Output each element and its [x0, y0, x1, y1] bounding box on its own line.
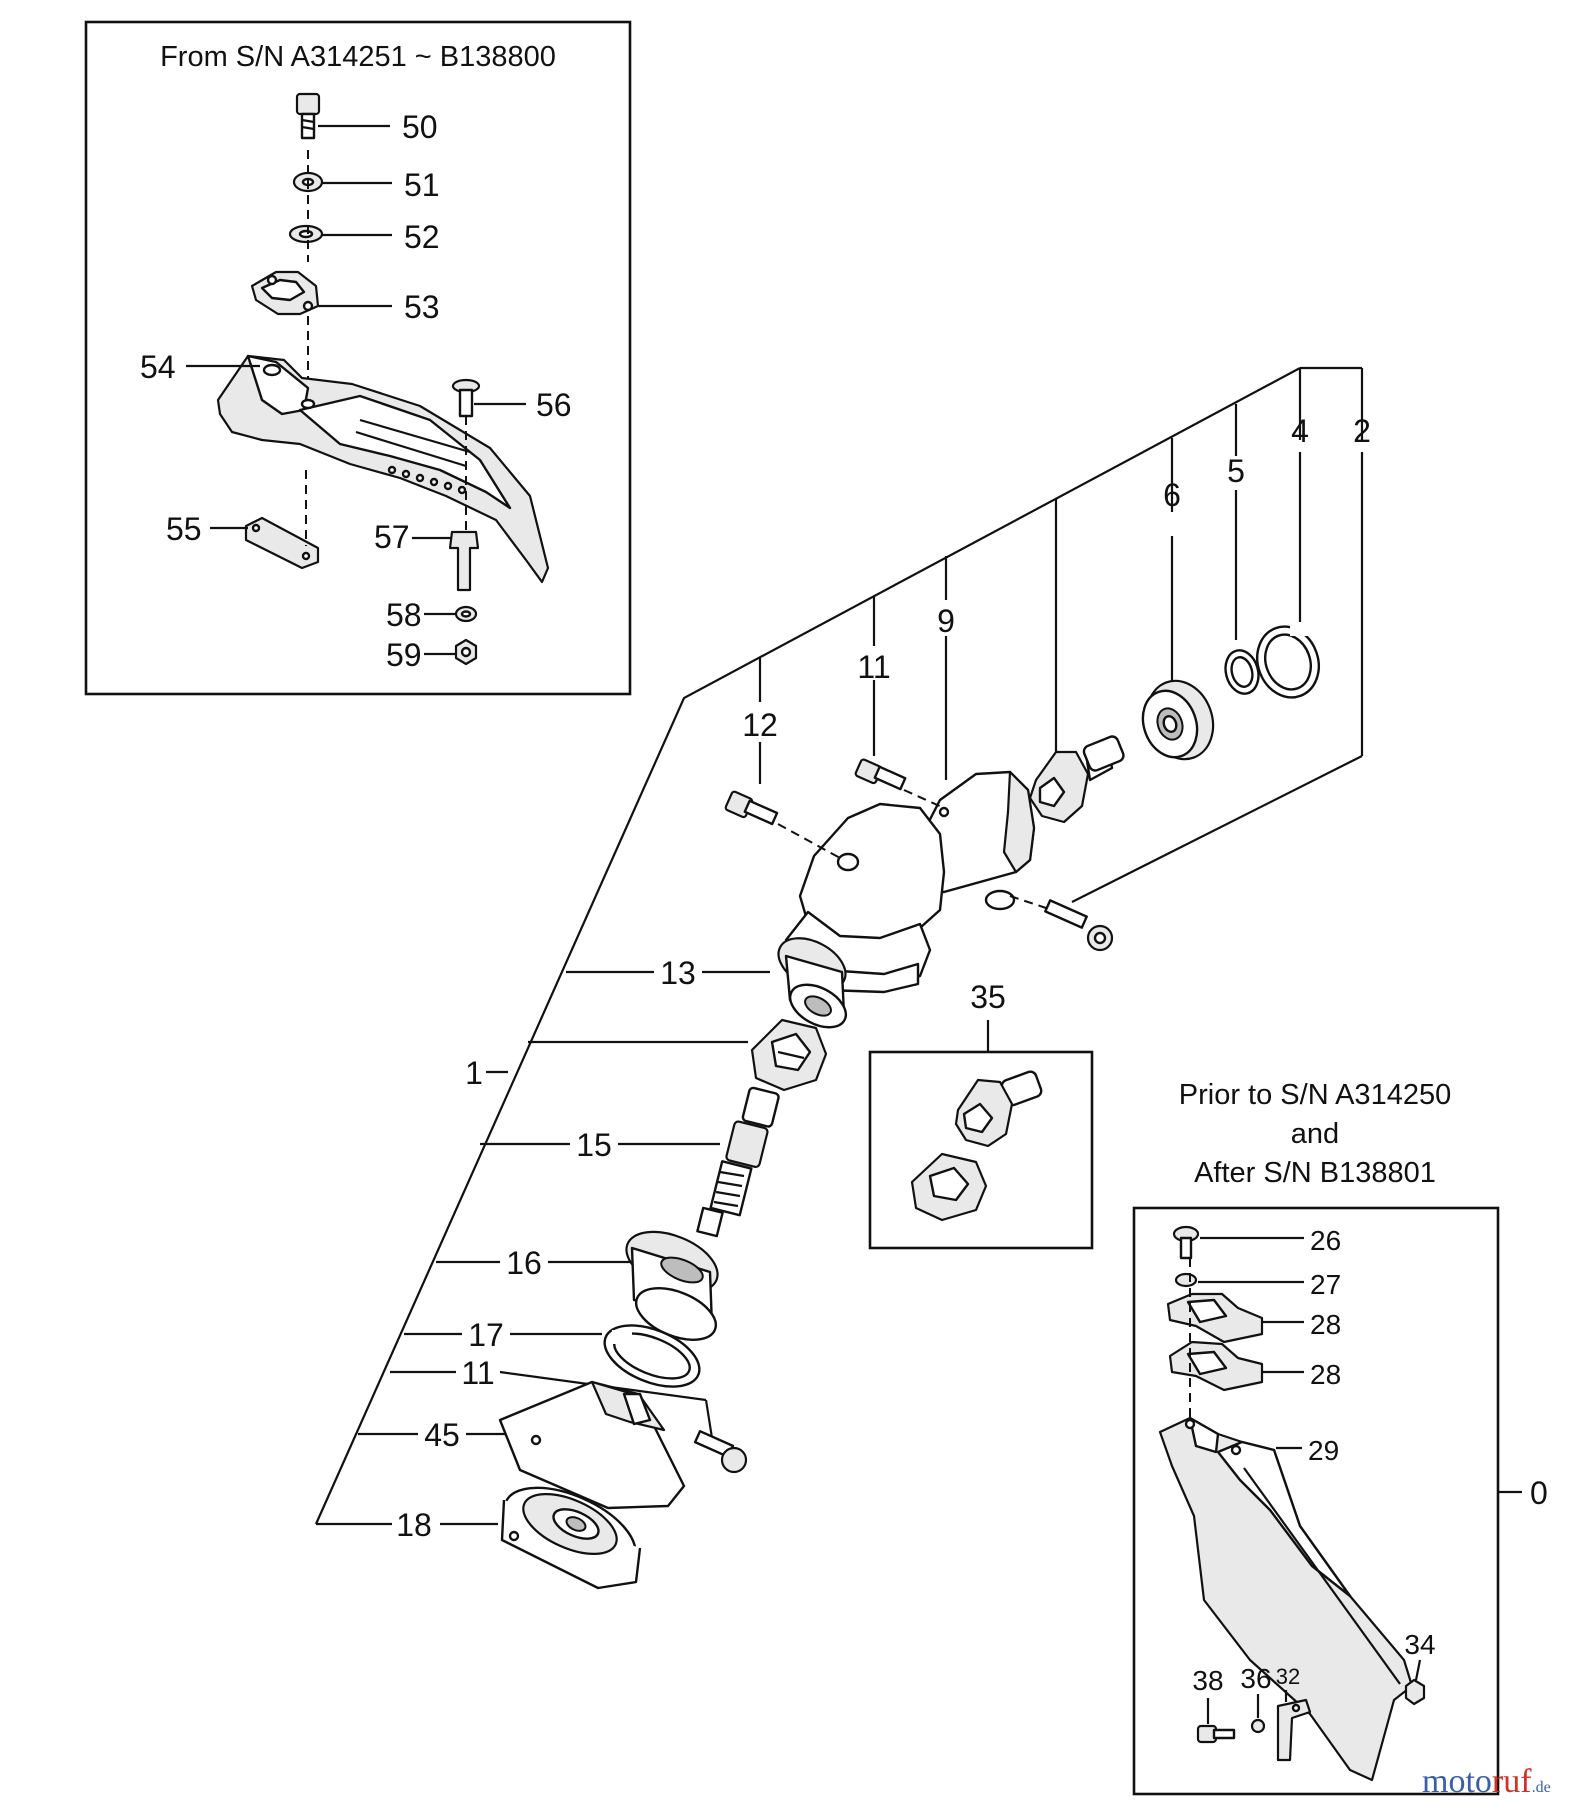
inset-bottom-right-title-3: After S/N B138801 — [1194, 1157, 1436, 1189]
part-45-cup-washer — [498, 1380, 686, 1510]
part-36-washer — [1250, 1718, 1266, 1734]
callout-4: 4 — [1291, 413, 1309, 449]
callout-52: 52 — [404, 219, 440, 255]
callout-34: 34 — [1404, 1629, 1435, 1660]
part-12-bolt — [724, 790, 779, 826]
part-6-bearing — [1141, 679, 1215, 761]
callout-35: 35 — [970, 979, 1006, 1015]
part-pinion-gear — [1028, 735, 1125, 824]
part-clamp-bolt — [1044, 899, 1114, 952]
part-27-washer — [1174, 1272, 1198, 1288]
part-55-plate — [244, 516, 320, 570]
callout-57: 57 — [374, 519, 410, 555]
inset-bottom-right-title-1: Prior to S/N A314250 — [1179, 1079, 1451, 1111]
part-28-clamp-lower — [1168, 1340, 1264, 1392]
callout-1: 1 — [465, 1055, 483, 1091]
callout-16: 16 — [506, 1245, 542, 1281]
callout-51: 51 — [404, 167, 440, 203]
part-50-bolt — [295, 92, 321, 140]
part-28-clamp-upper — [1166, 1292, 1264, 1344]
callout-11-upper: 11 — [857, 649, 890, 685]
part-15-shaft — [696, 1086, 780, 1238]
callout-27: 27 — [1310, 1269, 1341, 1300]
part-17-circlip — [603, 1324, 701, 1388]
callout-32: 32 — [1276, 1664, 1300, 1689]
callout-56: 56 — [536, 387, 572, 423]
inset-top-left-frame — [84, 20, 632, 696]
callout-59: 59 — [386, 637, 422, 673]
watermark-logo: motoruf.de — [1422, 1763, 1551, 1800]
callout-29: 29 — [1308, 1435, 1339, 1466]
callout-38: 38 — [1192, 1665, 1223, 1696]
part-53-clamp — [250, 270, 320, 316]
callout-28-upper: 28 — [1310, 1309, 1341, 1340]
callout-9: 9 — [937, 603, 955, 639]
callout-54: 54 — [140, 349, 176, 385]
inset-bottom-right-frame — [1132, 1206, 1500, 1796]
part-5-ring — [1224, 649, 1260, 695]
callout-53: 53 — [404, 289, 440, 325]
watermark-brand-part2: ruf — [1492, 1763, 1532, 1800]
callout-26: 26 — [1310, 1225, 1341, 1256]
watermark-brand-part1: moto — [1422, 1763, 1492, 1800]
callout-11-lower: 11 — [461, 1355, 494, 1391]
svg-text:motoruf.de: motoruf.de — [1422, 1763, 1551, 1800]
callout-13: 13 — [660, 955, 696, 991]
part-16-bearing — [625, 1230, 719, 1341]
part-57-clip — [448, 530, 480, 592]
watermark-brand-suffix: .de — [1532, 1779, 1551, 1796]
callout-12: 12 — [742, 707, 778, 743]
part-bevel-gear — [750, 1018, 828, 1092]
callout-0: 0 — [1530, 1475, 1548, 1511]
part-4-circlip — [1256, 622, 1320, 699]
callout-50: 50 — [402, 109, 438, 145]
part-56-screw — [451, 378, 481, 418]
part-34-nut — [1404, 1678, 1426, 1706]
assembly-leader-lines — [314, 366, 1364, 1526]
part-38-screw — [1196, 1724, 1236, 1744]
callout-58: 58 — [386, 597, 422, 633]
callout-5: 5 — [1227, 453, 1245, 489]
part-gear-housing — [784, 770, 1036, 994]
part-18-holder — [500, 1486, 642, 1590]
callout-18: 18 — [396, 1507, 432, 1543]
callout-28-lower: 28 — [1310, 1359, 1341, 1390]
part-11-bolt-lower — [693, 1429, 748, 1474]
part-26-screw — [1172, 1225, 1200, 1260]
part-54-guard — [216, 354, 550, 584]
callout-15: 15 — [576, 1127, 612, 1163]
callout-2: 2 — [1353, 413, 1371, 449]
callout-45: 45 — [424, 1417, 460, 1453]
part-35-pinion — [954, 1070, 1043, 1148]
part-35-bevel-gear — [910, 1152, 988, 1222]
part-32-clip — [1276, 1698, 1312, 1762]
callout-36: 36 — [1240, 1663, 1271, 1694]
gear-set-35: 35 — [868, 979, 1094, 1250]
part-13-bearing — [777, 937, 848, 1029]
part-11-bolt-upper — [854, 758, 907, 791]
part-29-guard — [1158, 1416, 1414, 1782]
callout-6: 6 — [1163, 477, 1181, 513]
gear-set-35-frame — [868, 1050, 1094, 1250]
inset-top-left: From S/N A314251 ~ B138800 50 51 52 53 — [84, 20, 632, 696]
assembly-parts — [498, 622, 1320, 1590]
inset-bottom-right-title-2: and — [1291, 1118, 1339, 1150]
callout-55: 55 — [166, 511, 202, 547]
inset-bottom-right: Prior to S/N A314250 and After S/N B1388… — [1132, 1079, 1548, 1796]
callout-17: 17 — [468, 1317, 504, 1353]
inset-top-left-title: From S/N A314251 ~ B138800 — [160, 41, 556, 73]
assembly-callouts: 2 4 5 6 9 11 12 13 1 15 16 17 11 45 18 — [396, 413, 1371, 1543]
